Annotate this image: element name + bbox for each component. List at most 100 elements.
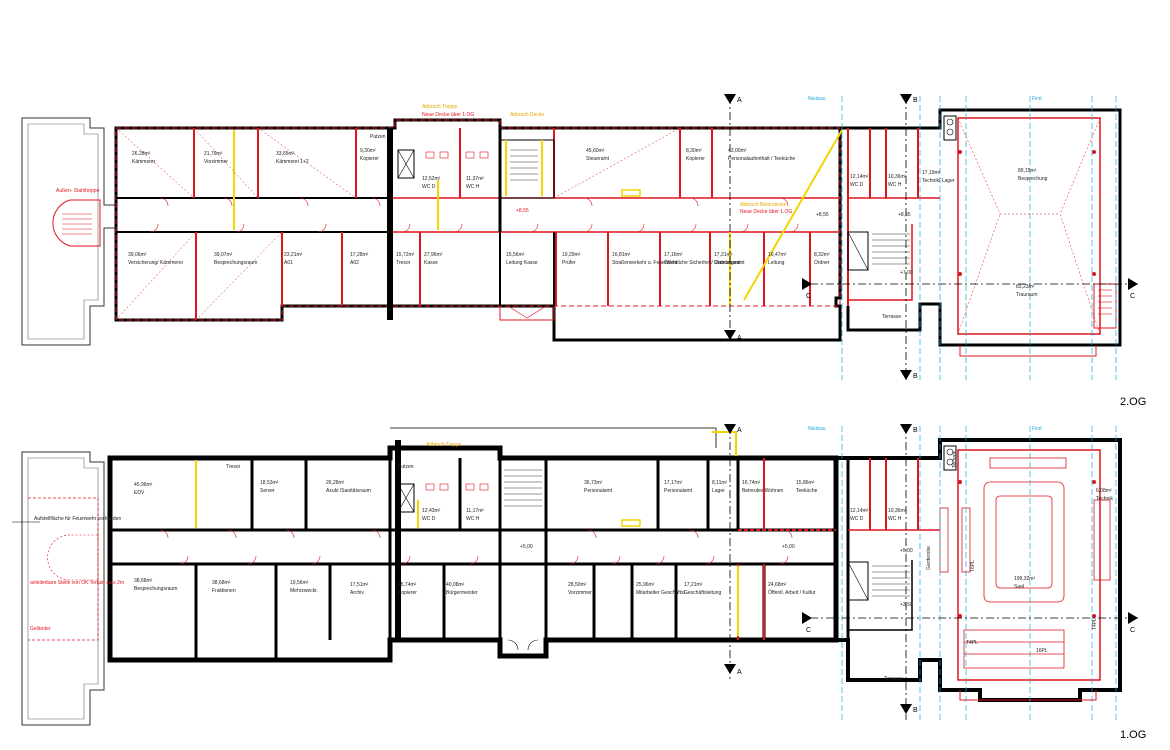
upper-label-abbruch-treppe: Abbruch Treppe [422,104,458,110]
svg-text:Standesamt: Standesamt [714,260,741,266]
svg-text:199,32m²: 199,32m² [1014,576,1035,582]
svg-text:B: B [913,707,918,714]
svg-text:33,65m²: 33,65m² [276,151,295,157]
lower-label-tpl-3: T4PL [966,640,978,646]
lower-label-neubau: Neubau [808,426,826,432]
svg-text:45,60m²: 45,60m² [586,148,605,154]
section-markers-upper: A A B B C C [724,94,1138,380]
svg-text:Tresor: Tresor [396,260,411,266]
svg-text:Versicherung/ Kämmerei: Versicherung/ Kämmerei [128,260,183,266]
upper-label-neubau: Neubau [808,96,826,102]
floor-1og: 45,96m² EDV 18,53m² Server 26,28m² Azubi… [12,426,1146,741]
svg-text:15,86m²: 15,86m² [796,480,815,486]
svg-text:16,81m²: 16,81m² [612,252,631,258]
svg-text:WC D: WC D [850,182,864,188]
svg-text:17,21m²: 17,21m² [684,582,703,588]
svg-text:Kopierer: Kopierer [686,156,705,162]
svg-text:Personalamt: Personalamt [664,488,693,494]
svg-text:Personalaufenthalt / Teeküche: Personalaufenthalt / Teeküche [728,156,795,162]
svg-text:38,68m²: 38,68m² [212,580,231,586]
svg-text:Azubi /Sanitätsraum: Azubi /Sanitätsraum [326,488,371,494]
svg-text:Teeküche: Teeküche [796,488,818,494]
svg-text:17,17m²: 17,17m² [664,480,683,486]
svg-text:19,56m²: 19,56m² [290,580,309,586]
svg-text:Besprechung: Besprechung [1018,176,1048,182]
svg-text:40,08m²: 40,08m² [446,582,465,588]
svg-text:Besprechungsraum: Besprechungsraum [214,260,257,266]
lower-label-tpl-2: T4PL [1092,618,1098,630]
lower-label-terrasse: Terrasse [884,676,903,682]
svg-text:Kasse: Kasse [424,260,438,266]
svg-text:Öffentliche Sicherheit/ Ordnun: Öffentliche Sicherheit/ Ordnungsamt [664,259,745,266]
svg-text:Technik/ Lager: Technik/ Lager [922,178,955,184]
svg-text:16,47m²: 16,47m² [768,252,787,258]
svg-text:Mehrzweckr.: Mehrzweckr. [290,588,318,594]
svg-text:39,06m²: 39,06m² [128,252,147,258]
lower-label-abbruch-treppe: Abbruch Treppe [426,442,462,448]
svg-text:16,74m²: 16,74m² [742,480,761,486]
svg-text:Leitung Kasse: Leitung Kasse [506,260,538,266]
svg-text:83,23m²: 83,23m² [1016,284,1035,290]
upper-outdoor-stair [52,199,101,247]
svg-text:17,21m²: 17,21m² [714,252,733,258]
svg-text:89,15m²: 89,15m² [1018,168,1037,174]
lower-left-platform [21,451,105,726]
svg-text:15,74m²: 15,74m² [398,582,417,588]
svg-text:45,96m²: 45,96m² [134,482,153,488]
svg-text:Vorzimmer: Vorzimmer [568,590,592,596]
svg-text:Steueramt: Steueramt [586,156,610,162]
svg-text:6,08m²: 6,08m² [1096,488,1112,494]
svg-text:Betreutes Wohnen: Betreutes Wohnen [742,488,784,494]
svg-text:B: B [913,373,918,380]
lower-label-tpl-1: T6PL [970,560,976,572]
svg-text:10,36m²: 10,36m² [888,174,907,180]
lower-label-first: First [1032,426,1042,432]
svg-text:WC H: WC H [888,182,902,188]
upper-level-700: +7,00 [900,270,913,276]
svg-text:WC H: WC H [466,516,480,522]
upper-level-855-a: +8,55 [516,208,529,214]
svg-text:Kämmerei 1+2: Kämmerei 1+2 [276,159,309,165]
svg-text:Straßenverkehr u. Feuerwehr: Straßenverkehr u. Feuerwehr [612,260,678,266]
svg-text:43,00m²: 43,00m² [728,148,747,154]
upper-label-abbruch-betondecke: Abbruch Betondecke [740,202,787,208]
svg-text:27,96m²: 27,96m² [424,252,443,258]
upper-label-neue-decke: Neue Decke über 1.OG [422,112,474,118]
lower-label-tresor: Tresor [226,464,241,470]
svg-text:18,53m²: 18,53m² [260,480,279,486]
svg-text:15,72m²: 15,72m² [396,252,415,258]
svg-text:Saal: Saal [1014,584,1024,590]
svg-text:Ordner: Ordner [814,260,830,266]
svg-text:WC H: WC H [466,184,480,190]
svg-text:Öffentl. Arbeit / Kultur: Öffentl. Arbeit / Kultur [768,589,816,596]
svg-text:C: C [1130,293,1135,300]
lower-label-technik-vertical: Technik [952,451,958,468]
svg-text:17,16m²: 17,16m² [664,252,683,258]
svg-text:36,73m²: 36,73m² [584,480,603,486]
lower-level-500-c: +5,00 [900,548,913,554]
floor-2og: 26,28m² Kämmerer 21,76m² Vorzimmer 33,65… [21,96,1146,408]
svg-text:8,30m²: 8,30m² [686,148,702,154]
svg-text:A: A [737,427,742,434]
upper-label-neue-decke-2: Neue Decke über 1.OG [740,209,792,215]
upper-level-855-c: +8,55 [898,212,911,218]
lower-room-labels: 45,96m² EDV 18,53m² Server 26,28m² Azubi… [134,480,1113,596]
svg-text:Prüfer: Prüfer [562,260,576,266]
svg-text:12,43m²: 12,43m² [422,508,441,514]
upper-label-putzen: Putzen [370,134,386,140]
svg-text:17,19m²: 17,19m² [922,170,941,176]
upper-label-abbruch-decke: Abbruch Decke [510,112,544,118]
upper-label-aussentreppe: Außen- Stahltreppe [56,188,100,194]
upper-floor-label: 2.OG [1120,396,1146,408]
svg-text:C: C [806,627,811,634]
svg-text:EDV: EDV [134,490,145,496]
svg-text:17,51m²: 17,51m² [350,582,369,588]
svg-text:38,68m²: 38,68m² [134,578,153,584]
svg-text:B: B [913,97,918,104]
svg-text:Fraktionen: Fraktionen [212,588,236,594]
svg-text:Vorzimmer: Vorzimmer [204,159,228,165]
svg-text:25,96m²: 25,96m² [636,582,655,588]
lower-label-gelaender: Geländer [30,626,51,632]
svg-text:12,52m²: 12,52m² [422,176,441,182]
svg-text:15,56m²: 15,56m² [506,252,525,258]
